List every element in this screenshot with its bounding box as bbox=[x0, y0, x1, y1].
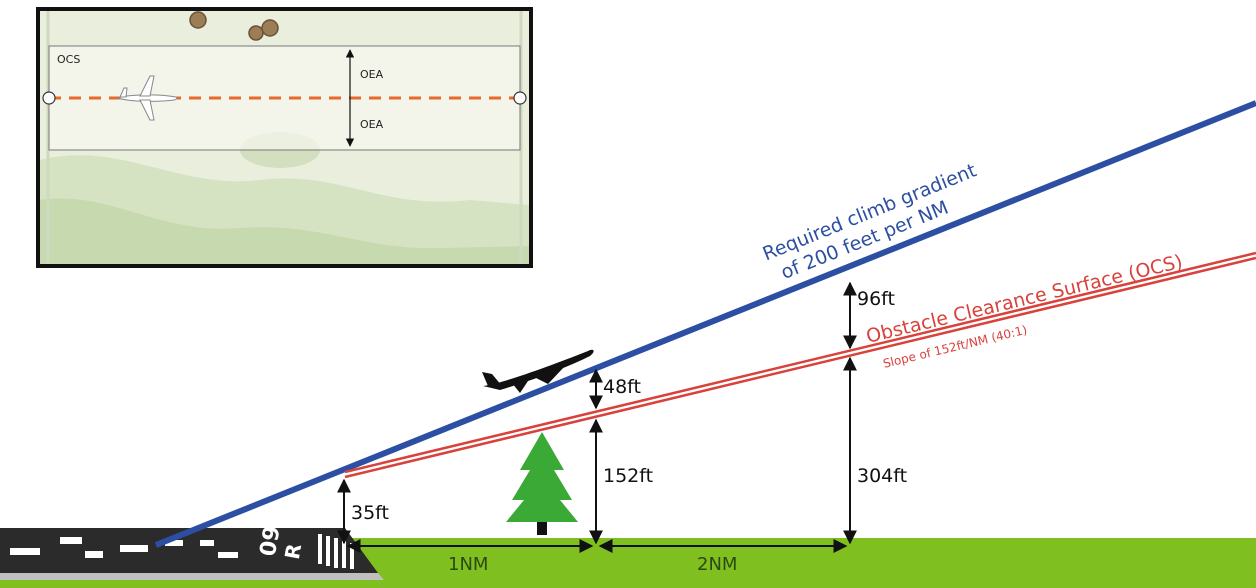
distance-label-2nm: 2NM bbox=[697, 554, 737, 575]
inset-oea-top-label: OEA bbox=[360, 68, 384, 81]
distance-label-1nm: 1NM bbox=[448, 554, 488, 575]
ocs-line bbox=[344, 251, 1256, 479]
inset-airplane-icon bbox=[116, 75, 178, 121]
height-label-35ft: 35ft bbox=[351, 502, 389, 524]
airplane-icon bbox=[482, 349, 594, 393]
height-label-48ft: 48ft bbox=[603, 376, 641, 398]
height-label-96ft: 96ft bbox=[857, 288, 895, 310]
inset-oea-bottom-label: OEA bbox=[360, 118, 384, 131]
inset-ocs-label: OCS bbox=[57, 53, 80, 66]
runway-letter: R bbox=[280, 542, 306, 561]
height-label-304ft: 304ft bbox=[857, 465, 907, 487]
tree bbox=[506, 432, 578, 535]
height-arrows bbox=[337, 281, 857, 545]
inset-map: OCS OEA OEA bbox=[36, 7, 533, 268]
runway: 09 R bbox=[0, 524, 384, 580]
height-label-152ft: 152ft bbox=[603, 465, 653, 487]
runway-number: 09 bbox=[256, 524, 286, 559]
climb-gradient-line bbox=[154, 100, 1256, 548]
